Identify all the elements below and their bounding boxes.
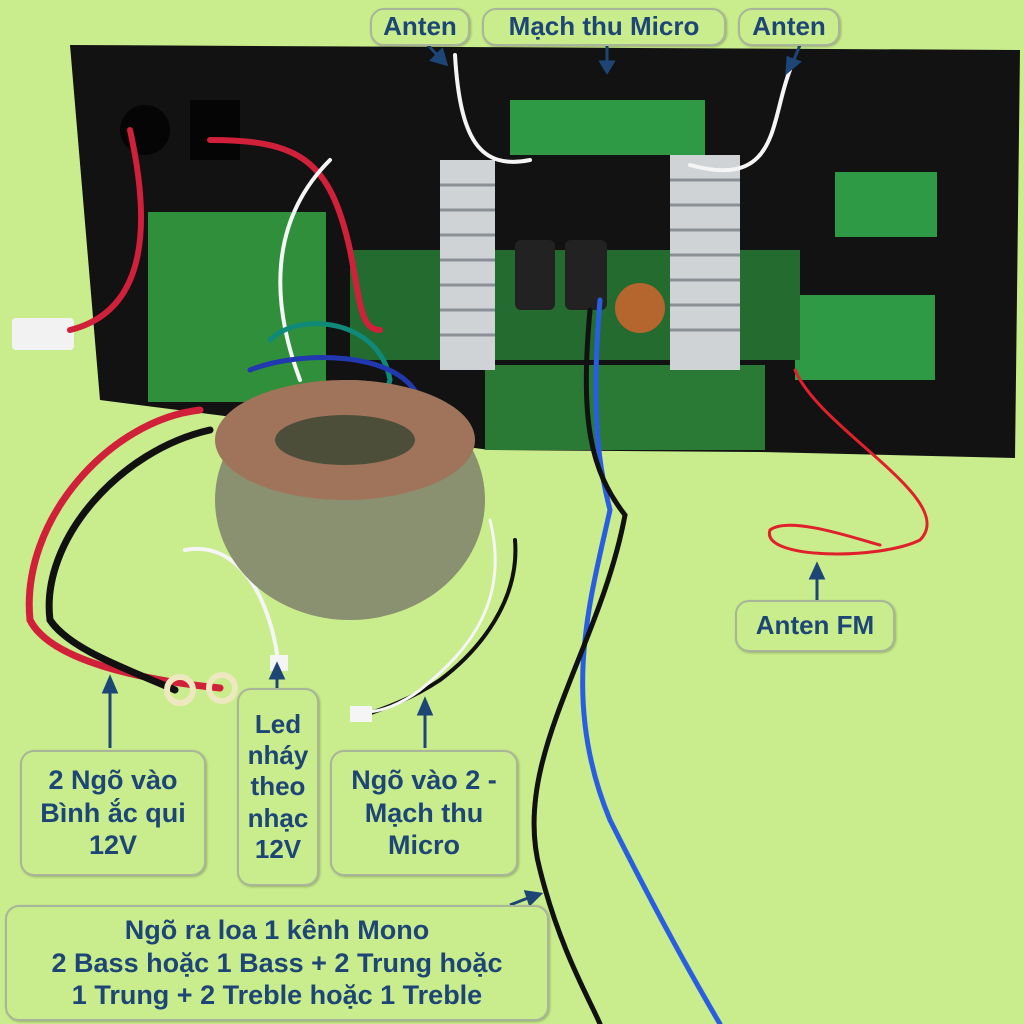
right-small-pcb [835, 172, 937, 237]
label-led: Led nháy theo nhạc 12V [237, 688, 319, 886]
ring-terminal [164, 674, 196, 706]
label-battery-input: 2 Ngõ vào Bình ắc qui 12V [20, 750, 206, 876]
battery-black-wire [45, 426, 214, 694]
blue-wire [247, 355, 423, 403]
white-wire [688, 68, 792, 173]
label-line: nháy [247, 740, 309, 771]
heatsink-right [670, 155, 740, 370]
label-line: 2 Ngõ vào [48, 765, 178, 796]
plug [12, 318, 74, 350]
white-wire [453, 53, 532, 164]
label-antenna-fm: Anten FM [735, 600, 895, 652]
red-wire [207, 137, 383, 333]
label-line: Micro [387, 830, 460, 861]
connector [190, 100, 240, 160]
label-text: Anten [383, 11, 457, 42]
label-line: Mạch thu [364, 797, 484, 828]
label-line: Ngõ vào 2 - [351, 765, 497, 796]
capacitor [515, 240, 555, 310]
blue-speaker-wire [580, 297, 723, 1024]
annotation-arrows [101, 40, 826, 907]
display-pcb [795, 295, 935, 380]
label-line: nhạc [247, 802, 309, 833]
toroid-transformer [215, 380, 485, 620]
label-text: Anten [752, 11, 826, 42]
label-text: Anten FM [755, 610, 875, 641]
mic-receiver-pcb [510, 100, 705, 155]
ring-terminal [206, 672, 238, 704]
label-line: theo [250, 771, 306, 802]
label-line: Led [254, 709, 302, 740]
label-antenna-right: Anten [738, 8, 840, 46]
capacitor [565, 240, 607, 310]
label-speaker-output: Ngõ ra loa 1 kênh Mono 2 Bass hoặc 1 Bas… [5, 905, 549, 1021]
label-line: 2 Bass hoặc 1 Bass + 2 Trung hoặc [51, 947, 503, 978]
black-speaker-wire [531, 307, 628, 1024]
heatsink-left [440, 160, 495, 370]
label-line: Ngõ ra loa 1 kênh Mono [124, 915, 430, 946]
label-line: 1 Trung + 2 Treble hoặc 1 Treble [71, 980, 483, 1011]
label-input2: Ngõ vào 2 - Mạch thu Micro [330, 750, 518, 876]
inductor [615, 283, 665, 333]
label-antenna-left: Anten [370, 8, 470, 46]
red-wire [67, 127, 145, 333]
white-wire [278, 158, 332, 382]
label-line: Bình ắc qui [40, 797, 186, 828]
input2-wire-white [363, 518, 497, 714]
red-fm-antenna-wire [768, 368, 929, 556]
label-mic-receiver: Mạch thu Micro [482, 8, 726, 46]
label-line: 12V [254, 833, 302, 864]
lower-pcb [485, 365, 765, 450]
label-line: 12V [88, 830, 138, 861]
input2-plug [350, 706, 372, 722]
label-text: Mạch thu Micro [508, 11, 700, 42]
